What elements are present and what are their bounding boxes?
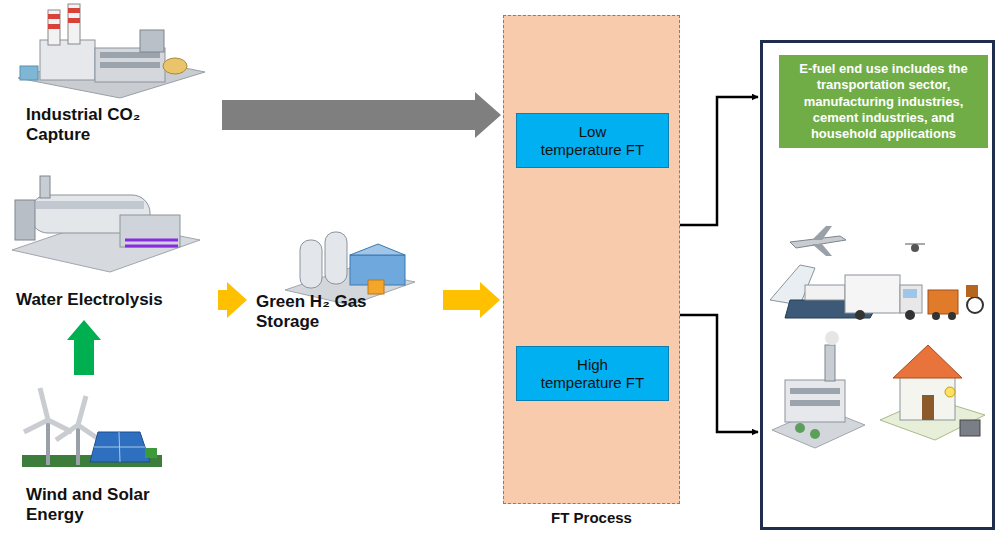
node-label: E-fuel end use includes the transportati… (785, 61, 982, 142)
source-label-box: Industrial CO₂ Capture (20, 0, 220, 150)
storage-label-box: Green H₂ Gas Storage (250, 225, 440, 337)
electrolyser-illustration (12, 176, 200, 272)
node-label: Industrial CO₂ Capture (26, 105, 176, 146)
node-label: High temperature FT (537, 356, 649, 392)
transport-illustration (770, 226, 983, 320)
block-arrow (67, 320, 101, 375)
node-label: Wind and Solar Energy (26, 485, 174, 526)
block-arrow (218, 282, 247, 318)
process-box: Low temperature FT (516, 113, 669, 168)
wind-solar-illustration (22, 388, 162, 467)
node-label: Low temperature FT (537, 123, 649, 159)
source-label-box: Water Electrolysis (10, 165, 215, 315)
block-arrow (222, 92, 501, 138)
node-label: Water Electrolysis (16, 290, 163, 311)
end-use-header: E-fuel end use includes the transportati… (779, 55, 988, 148)
block-arrow (443, 282, 500, 318)
end-use-panel: E-fuel end use includes the transportati… (760, 40, 995, 530)
source-label-box: Wind and Solar Energy (20, 380, 180, 530)
factory-illustration (18, 4, 205, 98)
elbow-arrow (680, 97, 758, 225)
node-label: Green H₂ Gas Storage (256, 292, 406, 333)
process-box: High temperature FT (516, 346, 669, 401)
band-title: FT Process (504, 509, 679, 526)
industry-household-illustration (772, 331, 985, 448)
elbow-arrow (680, 315, 758, 432)
process-band: FT ProcessLow temperature FTHigh tempera… (503, 15, 680, 504)
